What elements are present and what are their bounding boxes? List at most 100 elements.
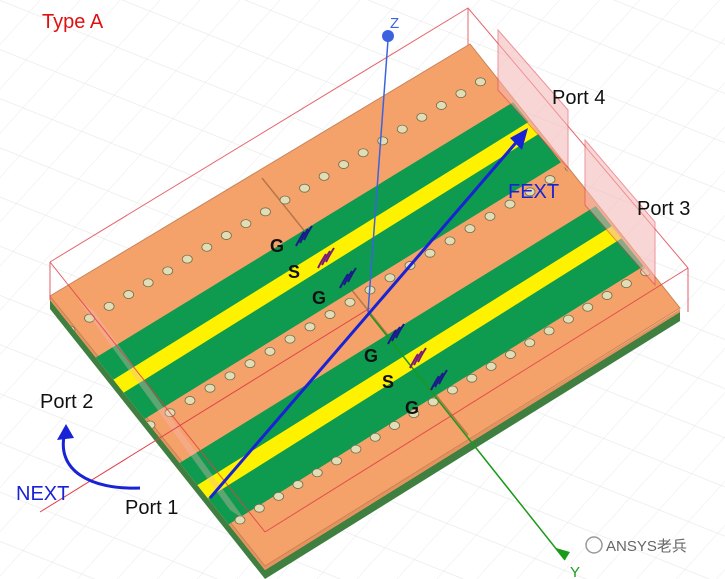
via [204, 383, 216, 393]
via [162, 266, 174, 276]
port-2-label: Port 2 [40, 391, 93, 413]
port-1-label: Port 1 [125, 497, 178, 519]
ground-trace [208, 228, 660, 526]
via [184, 396, 196, 405]
via [224, 371, 236, 381]
via [620, 279, 632, 289]
via [416, 112, 428, 122]
next-label: NEXT [16, 483, 69, 505]
via-stitch-marker [438, 369, 448, 385]
via-stitch-marker [434, 372, 444, 388]
port-face [78, 300, 245, 520]
via [244, 359, 256, 369]
diagram-title: Type A [42, 11, 104, 33]
via [408, 409, 420, 419]
via [324, 310, 336, 319]
via [299, 183, 310, 193]
via [389, 421, 400, 430]
via [377, 136, 389, 146]
via [311, 468, 323, 478]
via-stitch-marker [317, 253, 327, 269]
axis-x-line [39, 307, 371, 513]
via [524, 338, 536, 348]
port-3-label: Port 3 [637, 198, 690, 220]
via [601, 291, 613, 300]
via [563, 314, 574, 324]
via [475, 77, 486, 87]
via [396, 124, 408, 134]
via [264, 346, 276, 356]
via [582, 302, 594, 312]
via [260, 207, 271, 217]
via [142, 278, 154, 288]
via-label-right-g-top: G [364, 346, 378, 366]
via-stitch-marker [339, 273, 349, 289]
via [435, 101, 447, 110]
next-arrow [57, 424, 141, 490]
via-label-right-s: S [382, 372, 394, 392]
via [273, 491, 285, 501]
via [350, 444, 362, 454]
via-stitch-marker [295, 231, 305, 247]
via-stitch-marker [321, 250, 331, 266]
via-stitch-marker [325, 247, 335, 263]
via [484, 211, 496, 221]
air-box-front [49, 261, 689, 533]
via-label-left-g-top: G [270, 236, 284, 256]
via [543, 326, 555, 336]
via-stitch-marker [395, 323, 405, 339]
port-3-face [584, 138, 656, 287]
via-stitch-marker [391, 326, 401, 342]
via [201, 242, 213, 252]
via-stitch-marker [343, 270, 353, 286]
via [284, 334, 296, 344]
via [369, 432, 381, 442]
via [123, 290, 135, 299]
via-label-left-g-bottom: G [312, 288, 326, 308]
via [384, 273, 396, 283]
via-label-right-g-bottom: G [405, 398, 419, 418]
via-stitch-marker [299, 228, 309, 244]
watermark-text: ANSYS老兵 [606, 538, 687, 555]
via-stitch-marker [387, 329, 397, 345]
board-front-right-side [265, 312, 680, 579]
via [544, 175, 556, 184]
fext-label: FEXT [508, 181, 559, 203]
via [524, 187, 536, 197]
via-stitch-marker [303, 225, 313, 241]
via [304, 322, 316, 332]
via [279, 195, 291, 205]
via [447, 385, 458, 395]
via [234, 515, 246, 525]
via [455, 89, 467, 99]
port-4-label: Port 4 [552, 87, 605, 109]
board-side-orange-right [265, 309, 680, 570]
via [240, 219, 252, 229]
via [103, 301, 115, 311]
via-label-left-s: S [288, 262, 300, 282]
via [344, 297, 356, 307]
via-markers [295, 225, 448, 391]
via-stitch-marker [417, 347, 427, 363]
via [424, 248, 436, 258]
port-4-face [497, 28, 569, 170]
ground-trace [112, 130, 568, 428]
wechat-icon [585, 536, 603, 554]
axis-z [367, 30, 394, 313]
via [220, 231, 232, 240]
fext-arrow [208, 128, 528, 499]
axis-z-label: Z [390, 15, 399, 32]
via [181, 254, 193, 264]
axis-y [367, 311, 570, 561]
via [504, 199, 516, 209]
via-stitch-marker [347, 267, 357, 283]
axis-y-label: Y [570, 564, 580, 579]
via [318, 171, 330, 181]
via [357, 148, 369, 158]
via [444, 236, 456, 246]
via-stitch-marker [413, 350, 423, 366]
via [427, 397, 439, 407]
via [253, 503, 265, 513]
via [485, 361, 497, 371]
